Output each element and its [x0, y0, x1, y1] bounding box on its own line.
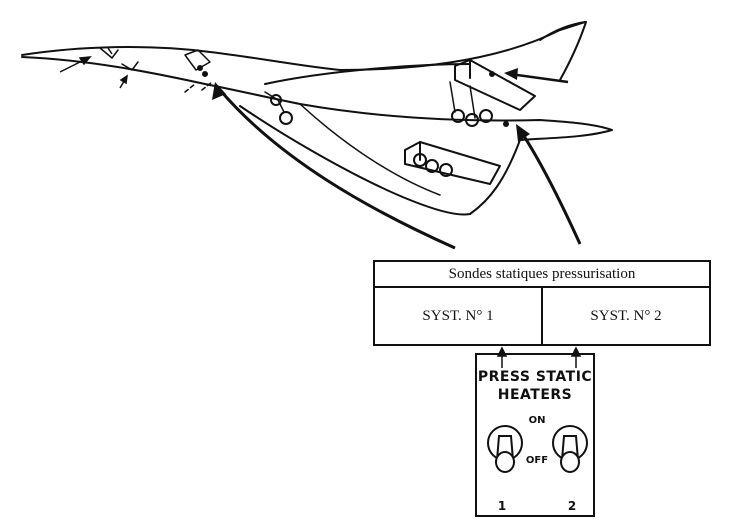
table-title: Sondes statiques pressurisation — [375, 262, 709, 288]
probe-arrow-right — [518, 129, 582, 245]
switch-1-label: 1 — [497, 499, 507, 513]
nose-probe-arrows — [59, 47, 128, 89]
arrowhead-right — [516, 124, 530, 142]
on-label: ON — [528, 415, 546, 426]
wing-outline — [264, 63, 471, 85]
off-label: OFF — [525, 455, 549, 466]
tail-fin — [539, 21, 587, 81]
probe-arrow-left — [218, 89, 456, 250]
engine-nacelle — [454, 59, 536, 111]
landing-gear — [449, 81, 476, 119]
toggle-switch-1 — [487, 425, 523, 473]
toggle-switch-2 — [552, 425, 588, 473]
arrowhead-left — [212, 82, 226, 100]
switch-2-label: 2 — [567, 499, 577, 513]
probe-arrow-top — [509, 72, 569, 84]
table-row: SYST. N° 1 SYST. N° 2 — [375, 288, 709, 344]
panel-title-line-2: HEATERS — [497, 387, 573, 403]
system-2-cell: SYST. N° 2 — [541, 288, 709, 344]
system-1-cell: SYST. N° 1 — [422, 307, 494, 324]
static-probe-label-table: Sondes statiques pressurisation SYST. N°… — [373, 260, 711, 346]
panel-title-line-1: PRESS STATIC — [477, 369, 593, 385]
press-static-heaters-panel: PRESS STATIC HEATERS ON OFF 1 2 — [475, 353, 595, 517]
fuselage-outline — [21, 21, 586, 71]
